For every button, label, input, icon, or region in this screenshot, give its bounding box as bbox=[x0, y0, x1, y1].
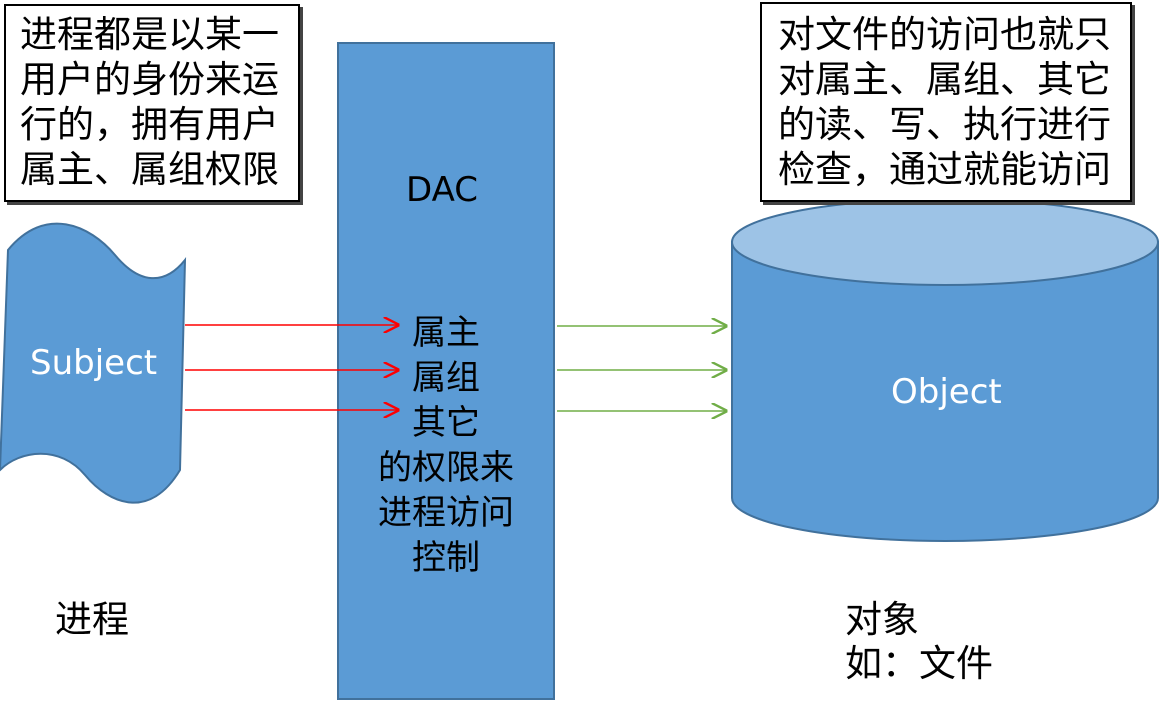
object-note-line: 的读、写、执行进行 bbox=[778, 103, 1111, 146]
object-note-text: 对文件的访问也就只 对属主、属组、其它 的读、写、执行进行 检查，通过就能访问 bbox=[778, 12, 1111, 192]
object-note-line: 检查，通过就能访问 bbox=[778, 148, 1111, 191]
dac-line-other: 其它 bbox=[412, 403, 480, 443]
subject-note-line: 属主、属组权限 bbox=[20, 148, 279, 191]
object-note-line: 对属主、属组、其它 bbox=[778, 58, 1111, 101]
subject-note-line: 进程都是以某一 bbox=[20, 13, 279, 56]
object-caption-line: 如：文件 bbox=[845, 642, 993, 685]
dac-line-control: 控制 bbox=[412, 538, 480, 578]
subject-note-line: 用户的身份来运 bbox=[20, 58, 279, 101]
object-caption: 对象 如：文件 bbox=[845, 598, 993, 686]
dac-line-group: 属组 bbox=[412, 358, 480, 398]
object-caption-line: 对象 bbox=[845, 598, 919, 641]
dac-line-permission: 的权限来 bbox=[378, 448, 514, 488]
subject-caption: 进程 bbox=[55, 598, 129, 641]
subject-note-text: 进程都是以某一 用户的身份来运 行的，拥有用户 属主、属组权限 bbox=[20, 12, 279, 192]
object-note-line: 对文件的访问也就只 bbox=[778, 13, 1111, 56]
subject-note-box bbox=[4, 4, 300, 202]
object-cylinder-body bbox=[731, 241, 1159, 542]
object-note-box bbox=[760, 2, 1132, 202]
dac-box bbox=[337, 42, 555, 700]
object-cylinder-top bbox=[731, 198, 1159, 286]
subject-shape bbox=[0, 222, 187, 504]
subject-label: Subject bbox=[30, 343, 158, 383]
dac-line-process-access: 进程访问 bbox=[378, 493, 514, 533]
subject-note-line: 行的，拥有用户 bbox=[20, 103, 279, 146]
object-label: Object bbox=[891, 372, 1002, 412]
dac-line-owner: 属主 bbox=[412, 313, 480, 353]
dac-title: DAC bbox=[406, 170, 478, 210]
